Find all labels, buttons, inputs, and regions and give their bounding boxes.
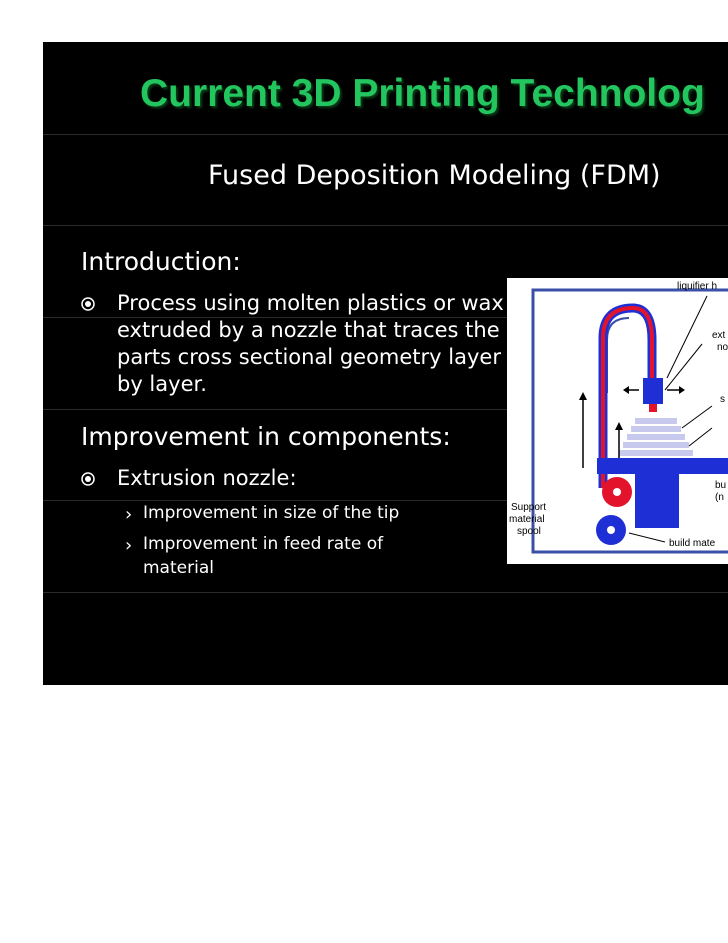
- label-s: s: [720, 394, 725, 405]
- chevron-right-icon: ›: [125, 535, 133, 556]
- divider: [43, 317, 728, 318]
- feed-tube: [601, 305, 654, 488]
- slide: Current 3D Printing Technolog Fused Depo…: [43, 42, 728, 685]
- divider: [43, 134, 728, 135]
- extrusion-head: [643, 378, 663, 404]
- label-build: bu: [715, 480, 726, 491]
- fdm-diagram: liquifier h ext no s bu (n Support mater…: [507, 278, 728, 564]
- label-support: Support: [511, 502, 546, 513]
- divider: [43, 225, 728, 226]
- circled-dot-icon: [81, 471, 95, 486]
- label-build-material: build mate: [669, 538, 716, 549]
- build-platform: [597, 458, 728, 474]
- divider: [43, 500, 728, 501]
- label-spool: spool: [517, 526, 541, 537]
- label-material: material: [509, 514, 545, 525]
- label-n: (n: [715, 492, 724, 503]
- extrusion-bullet-text: Extrusion nozzle:: [117, 466, 297, 490]
- intro-heading: Introduction:: [81, 247, 241, 276]
- label-liquifier: liquifier h: [677, 281, 717, 292]
- sub-bullet-text: Improvement in feed rate of material: [143, 534, 384, 578]
- chevron-right-icon: ›: [125, 504, 133, 525]
- label-extrusion: ext: [712, 330, 726, 341]
- divider: [43, 409, 728, 410]
- sub-bullet-text: Improvement in size of the tip: [143, 503, 400, 523]
- label-nozzle: no: [717, 342, 728, 353]
- divider: [43, 592, 728, 593]
- circled-dot-icon: [81, 296, 95, 311]
- improvement-heading: Improvement in components:: [81, 422, 451, 451]
- intro-bullet-text: Process using molten plastics or wax ext…: [117, 291, 504, 396]
- slide-title: Current 3D Printing Technolog: [140, 72, 705, 115]
- slide-subtitle: Fused Deposition Modeling (FDM): [208, 160, 661, 191]
